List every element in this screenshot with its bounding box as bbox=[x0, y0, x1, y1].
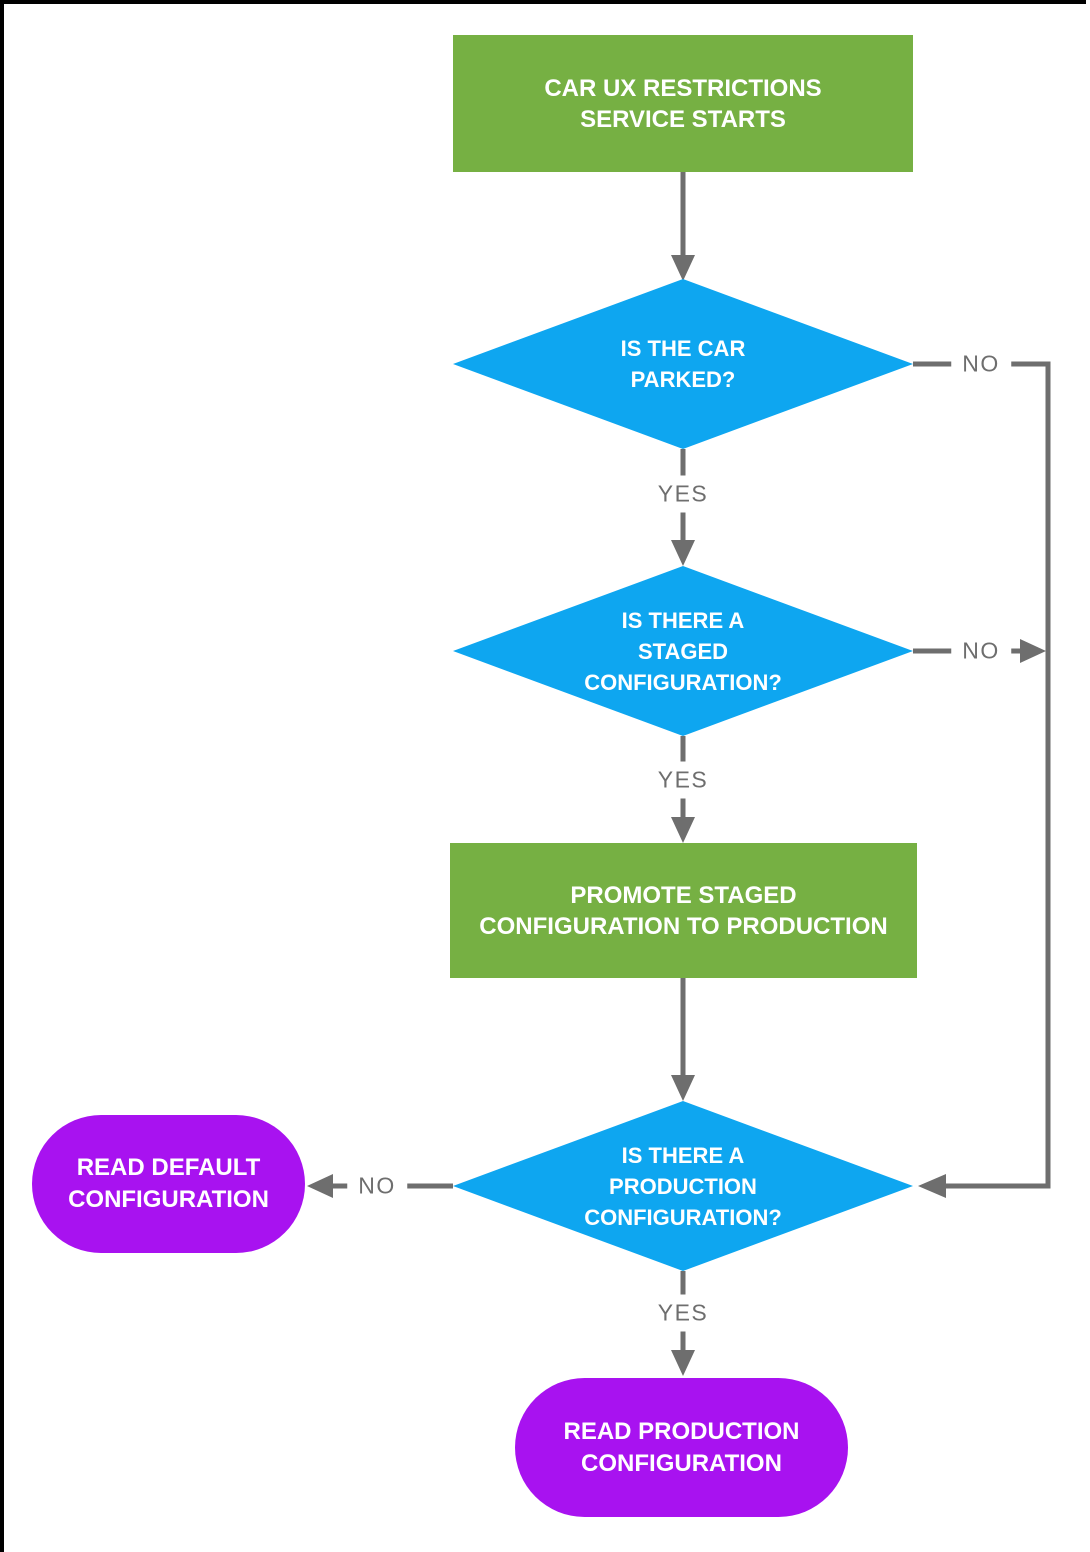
edge-label-staged-no: NO bbox=[951, 632, 1011, 670]
arrowhead-left-parked-no bbox=[918, 1174, 946, 1198]
edge-label-parked-no: NO bbox=[951, 345, 1011, 383]
edge-label-production-no: NO bbox=[347, 1167, 407, 1205]
edge-label-production-yes: YES bbox=[646, 1294, 720, 1332]
node-read-production: READ PRODUCTION CONFIGURATION bbox=[515, 1378, 848, 1517]
node-decision-production-label: IS THERE A PRODUCTION CONFIGURATION? bbox=[584, 1142, 782, 1230]
node-decision-staged-label: IS THERE A STAGED CONFIGURATION? bbox=[584, 607, 782, 695]
arrowhead-left-production-no bbox=[307, 1174, 333, 1198]
arrowhead-down-production-yes bbox=[671, 1350, 695, 1376]
arrowhead-down-promote-to-production bbox=[671, 1075, 695, 1101]
page-border-left bbox=[0, 0, 4, 1552]
arrowhead-down-parked-yes bbox=[671, 540, 695, 566]
node-start-label: CAR UX RESTRICTIONS SERVICE STARTS bbox=[544, 74, 822, 133]
arrowhead-down-staged-yes bbox=[671, 817, 695, 843]
node-decision-parked-label: IS THE CAR PARKED? bbox=[620, 336, 746, 392]
edge-label-staged-yes: YES bbox=[646, 761, 720, 799]
node-start: CAR UX RESTRICTIONS SERVICE STARTS bbox=[453, 35, 913, 172]
node-read-default: READ DEFAULT CONFIGURATION bbox=[32, 1115, 305, 1253]
node-promote-label: PROMOTE STAGED CONFIGURATION TO PRODUCTI… bbox=[479, 881, 888, 940]
node-read-default-label: READ DEFAULT CONFIGURATION bbox=[68, 1154, 269, 1213]
arrowhead-right-staged-no bbox=[1020, 639, 1046, 663]
node-read-production-label: READ PRODUCTION CONFIGURATION bbox=[563, 1417, 800, 1477]
page-border-top bbox=[0, 0, 1086, 4]
node-promote: PROMOTE STAGED CONFIGURATION TO PRODUCTI… bbox=[450, 843, 917, 978]
edge-label-parked-yes: YES bbox=[646, 475, 720, 513]
arrowhead-down-start-to-parked bbox=[671, 255, 695, 281]
connector-parked-no bbox=[913, 361, 1051, 1189]
